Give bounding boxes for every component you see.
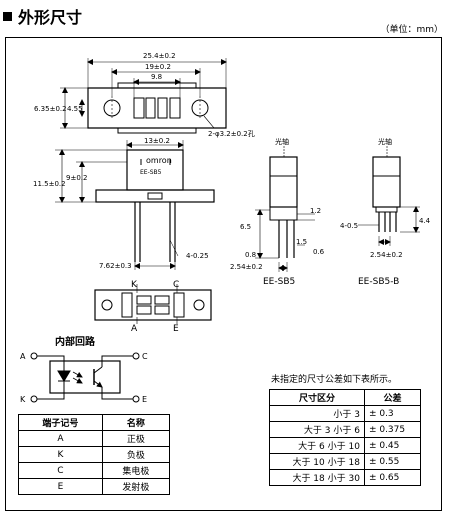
circuit-label-K: K	[20, 395, 26, 404]
table-cell: ± 0.3	[363, 405, 422, 422]
table-row: 大于 10 小于 18± 0.55	[269, 453, 422, 470]
tolerance-note: 未指定的尺寸公差如下表所示。	[271, 375, 398, 385]
table-row: 大于 3 小于 6± 0.375	[269, 421, 422, 438]
title-square-icon	[3, 11, 12, 21]
dim-25-4: 25.4±0.2	[143, 52, 176, 60]
dim-holes: 2-φ3.2±0.2孔	[208, 130, 255, 138]
table-cell: ± 0.375	[363, 421, 422, 438]
table-cell: A	[18, 430, 103, 447]
table-cell: 小于 3	[269, 405, 365, 422]
axis-label-2: 光轴	[378, 137, 392, 146]
dim-7-62: 7.62±0.3	[99, 262, 132, 270]
dim-4-55: 4.55	[67, 105, 83, 113]
dim-6-5: 6.5	[240, 223, 251, 231]
circuit-diagram	[30, 352, 140, 403]
dim-0-6: 0.6	[313, 248, 325, 256]
unit-label: （单位：mm）	[380, 25, 443, 35]
dim-4-0-5: 4-0.5	[340, 222, 358, 230]
dim-0-8: 0.8	[245, 251, 256, 259]
tolerance-header-cell: 公差	[363, 389, 422, 406]
top-view	[60, 58, 227, 134]
table-cell: 正极	[101, 430, 171, 447]
dim-2-54-sb5b: 2.54±0.2	[370, 251, 403, 259]
dim-19: 19±0.2	[145, 63, 171, 71]
bottom-view	[94, 284, 212, 324]
circuit-label-E: E	[142, 395, 147, 404]
model-sb5-label: EE-SB5	[263, 277, 295, 287]
tolerance-table-header: 尺寸区分 公差	[269, 389, 422, 406]
table-cell: ± 0.55	[363, 453, 422, 470]
dim-1-2: 1.2	[310, 207, 321, 215]
dim-2-54-sb5: 2.54±0.2	[230, 263, 263, 271]
axis-label-1: 光轴	[275, 137, 289, 146]
side-view-sb5	[255, 146, 315, 272]
dim-11-5: 11.5±0.2	[33, 180, 66, 188]
tolerance-header-cell: 尺寸区分	[269, 389, 365, 406]
pin-table-header-cell: 名称	[101, 414, 171, 431]
table-row: 大于 18 小于 30± 0.65	[269, 469, 422, 486]
table-cell: 集电极	[101, 462, 171, 479]
table-cell: 大于 18 小于 30	[269, 469, 365, 486]
page-title: 外形尺寸	[3, 4, 82, 28]
circuit-label-C: C	[142, 352, 148, 361]
table-cell: 发射极	[101, 478, 171, 495]
pin-label-C: C	[173, 280, 179, 290]
dim-9: 9±0.2	[66, 174, 87, 182]
dim-1-5: 1.5	[296, 238, 307, 246]
dim-13: 13±0.2	[144, 137, 170, 145]
table-cell: 大于 3 小于 6	[269, 421, 365, 438]
model-sb5b-label: EE-SB5-B	[358, 277, 399, 287]
pin-label-A: A	[131, 324, 138, 334]
pin-table-header-cell: 端子记号	[18, 414, 103, 431]
side-view-sb5b	[358, 146, 420, 246]
front-view	[55, 140, 215, 270]
circuit-label-A: A	[20, 352, 26, 361]
table-cell: C	[18, 462, 103, 479]
table-cell: ± 0.65	[363, 469, 422, 486]
circuit-title: 内部回路	[55, 335, 96, 348]
tolerance-table: 尺寸区分 公差 小于 3± 0.3 大于 3 小于 6± 0.375 大于 6 …	[269, 389, 422, 486]
table-cell: 负极	[101, 446, 171, 463]
table-row: 大于 6 小于 10± 0.45	[269, 437, 422, 454]
pin-table-header: 端子记号 名称	[18, 414, 171, 431]
device-model-label: EE-SB5	[140, 169, 162, 176]
table-cell: ± 0.45	[363, 437, 422, 454]
table-cell: 大于 6 小于 10	[269, 437, 365, 454]
table-cell: K	[18, 446, 103, 463]
pin-label-E: E	[173, 324, 179, 334]
pin-label-K: K	[131, 280, 138, 290]
dim-4-0-25: 4-0.25	[186, 252, 209, 260]
dim-4-4: 4.4	[419, 217, 431, 225]
drawing-frame	[5, 37, 442, 511]
table-cell: 大于 10 小于 18	[269, 453, 365, 470]
dim-9-8: 9.8	[151, 73, 162, 81]
table-cell: E	[18, 478, 103, 495]
device-brand: omron	[146, 156, 172, 165]
dim-6-35: 6.35±0.2	[34, 105, 67, 113]
table-row: 小于 3± 0.3	[269, 405, 422, 422]
